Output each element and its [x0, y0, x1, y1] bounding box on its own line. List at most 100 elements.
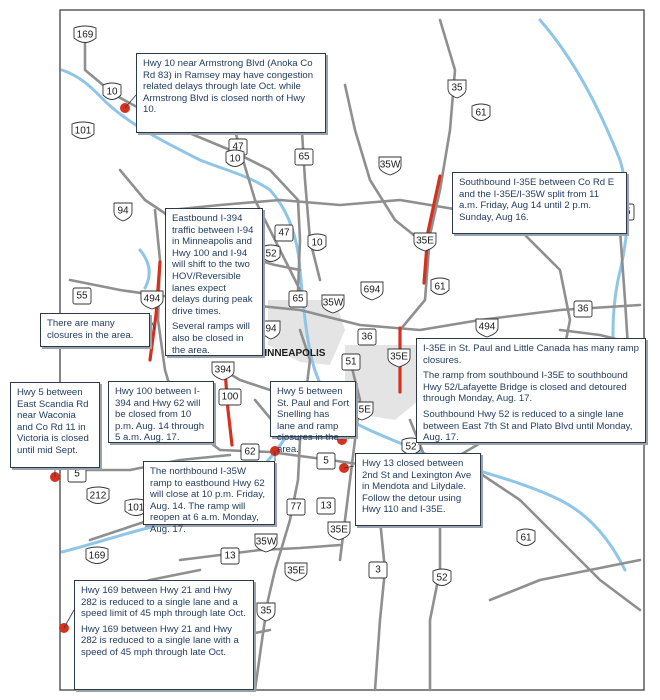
route-shield-3-s: 3	[368, 561, 388, 579]
route-shield-label: 51	[345, 357, 357, 368]
route-shield-shape	[316, 452, 336, 470]
route-shield-61-c: 61	[430, 277, 450, 295]
callout-hwy169: Hwy 169 between Hwy 21 and Hwy 282 is re…	[74, 580, 254, 690]
route-shield-label: 101	[75, 126, 92, 137]
route-shield-35-s: 35	[256, 602, 276, 622]
route-shield-shape	[218, 388, 242, 406]
route-shield-51-c: 51	[341, 353, 361, 371]
route-shield-494-e: 494	[475, 318, 499, 338]
route-shield-label: 35E	[416, 236, 434, 247]
route-shield-shape	[284, 562, 308, 582]
route-shield-169-nw: 169	[73, 25, 97, 43]
route-shield-61-se: 61	[516, 528, 536, 546]
route-shield-label: 3	[375, 565, 381, 576]
route-shield-35e-c: 35E	[387, 348, 411, 368]
route-shield-36-c: 36	[357, 328, 377, 346]
route-shield-shape	[341, 353, 361, 371]
route-shields: 16910101471065356135W94471035E9555494526…	[67, 25, 635, 622]
route-shield-shape	[401, 437, 421, 455]
callout-text: Hwy 100 between I-394 and Hwy 62 will be…	[115, 386, 205, 444]
callout-text: Hwy 169 between Hwy 21 and Hwy 282 is re…	[81, 585, 246, 620]
route-shield-13-c: 13	[316, 497, 336, 515]
route-shield-shape	[72, 287, 92, 305]
callout-text: Hwy 10 near Armstrong Blvd (Anoka Co Rd …	[143, 58, 314, 116]
route-shield-shape	[240, 443, 260, 461]
route-shield-label: 62	[244, 447, 256, 458]
callout-text: Southbound Hwy 52 is reduced to a single…	[423, 408, 633, 444]
route-shield-35w-n: 35W	[378, 156, 402, 176]
route-shield-label: 101	[128, 503, 145, 514]
route-shield-label: 212	[90, 491, 107, 502]
route-shield-35e-n: 35E	[413, 232, 437, 252]
route-shield-101-w: 101	[71, 121, 95, 139]
route-shield-shape	[307, 233, 327, 251]
route-shield-label: 94	[117, 206, 129, 217]
route-shield-label: 35E	[390, 352, 408, 363]
route-shield-shape	[430, 277, 450, 295]
route-shield-shape	[254, 533, 278, 553]
route-shield-shape	[475, 318, 499, 338]
route-shield-65-n: 65	[294, 148, 314, 166]
route-shield-label: 5	[323, 456, 329, 467]
route-shield-label: 35W	[323, 298, 344, 309]
route-shield-shape	[85, 546, 109, 564]
route-shield-shape	[316, 497, 336, 515]
route-shield-35w-c: 35W	[321, 294, 345, 314]
route-shield-36-e: 36	[573, 300, 593, 318]
callout-text: I-35E in St. Paul and Little Canada has …	[423, 343, 639, 366]
callout-hwy5-stpaul: Hwy 5 between St. Paul and Fort Snelling…	[270, 381, 356, 455]
route-shield-shape	[71, 121, 95, 139]
route-shield-47-c: 47	[274, 224, 294, 242]
route-shield-label: 10	[106, 87, 118, 98]
route-shield-label: 77	[290, 502, 302, 513]
route-shield-52-se: 52	[432, 568, 452, 586]
callout-text: The ramp from southbound I-35E to southb…	[423, 370, 628, 405]
route-shield-label: 169	[89, 551, 106, 562]
route-shield-10-n: 10	[225, 149, 245, 167]
callout-text: Hwy 169 between Hwy 21 and Hwy 282 is re…	[81, 623, 239, 658]
callout-i35e-north: Southbound I-35E between Co Rd E and the…	[452, 172, 627, 234]
callout-hwy10: Hwy 10 near Armstrong Blvd (Anoka Co Rd …	[136, 53, 326, 133]
route-shield-5-w: 5	[67, 465, 87, 483]
route-shield-35e-s2: 35E	[327, 521, 351, 541]
route-shield-label: 5	[74, 469, 80, 480]
route-shield-label: 494	[479, 322, 496, 333]
route-shield-label: 694	[364, 285, 381, 296]
route-shield-label: 169	[77, 30, 94, 41]
route-shield-494-w: 494	[140, 290, 164, 310]
route-shield-shape	[261, 244, 281, 262]
route-shield-shape	[220, 547, 240, 565]
route-shield-shape	[357, 328, 377, 346]
route-shield-10-nw: 10	[102, 82, 122, 100]
route-shield-shape	[288, 290, 308, 308]
route-shield-shape	[86, 486, 110, 504]
callout-i394: Eastbound I-394 traffic between I-94 in …	[165, 208, 263, 356]
route-shield-label: 61	[475, 108, 487, 119]
route-shield-94-w: 94	[113, 202, 133, 222]
route-shield-shape	[321, 294, 345, 314]
route-shield-label: 35	[260, 606, 272, 617]
route-shield-shape	[516, 528, 536, 546]
route-shield-shape	[140, 290, 164, 310]
route-shield-shape	[102, 82, 122, 100]
route-shield-label: 55	[76, 291, 88, 302]
route-shield-shape	[211, 361, 235, 381]
route-shield-shape	[413, 232, 437, 252]
callout-hwy13: Hwy 13 closed between 2nd St and Lexingt…	[355, 453, 481, 526]
callout-hwy5-west: Hwy 5 between East Scandia Rd near Wacon…	[10, 382, 100, 468]
route-shield-shape	[274, 224, 294, 242]
callout-hwy100: Hwy 100 between I-394 and Hwy 62 will be…	[108, 381, 214, 443]
route-shield-shape	[286, 498, 306, 516]
route-shield-label: 13	[224, 551, 236, 562]
callout-text: Several ramps will also be closed in the…	[172, 321, 250, 356]
callout-i494-closures: There are many closures in the area.	[40, 313, 150, 347]
route-shield-shape	[360, 281, 384, 301]
route-shield-35e-s3: 35E	[284, 562, 308, 582]
route-shield-10-c: 10	[307, 233, 327, 251]
route-shield-label: 94	[265, 324, 277, 335]
route-shield-label: 61	[434, 282, 446, 293]
route-shield-label: 494	[144, 294, 161, 305]
route-shield-label: 13	[320, 501, 332, 512]
route-shield-35-n: 35	[447, 79, 467, 99]
route-shield-shape	[387, 348, 411, 368]
